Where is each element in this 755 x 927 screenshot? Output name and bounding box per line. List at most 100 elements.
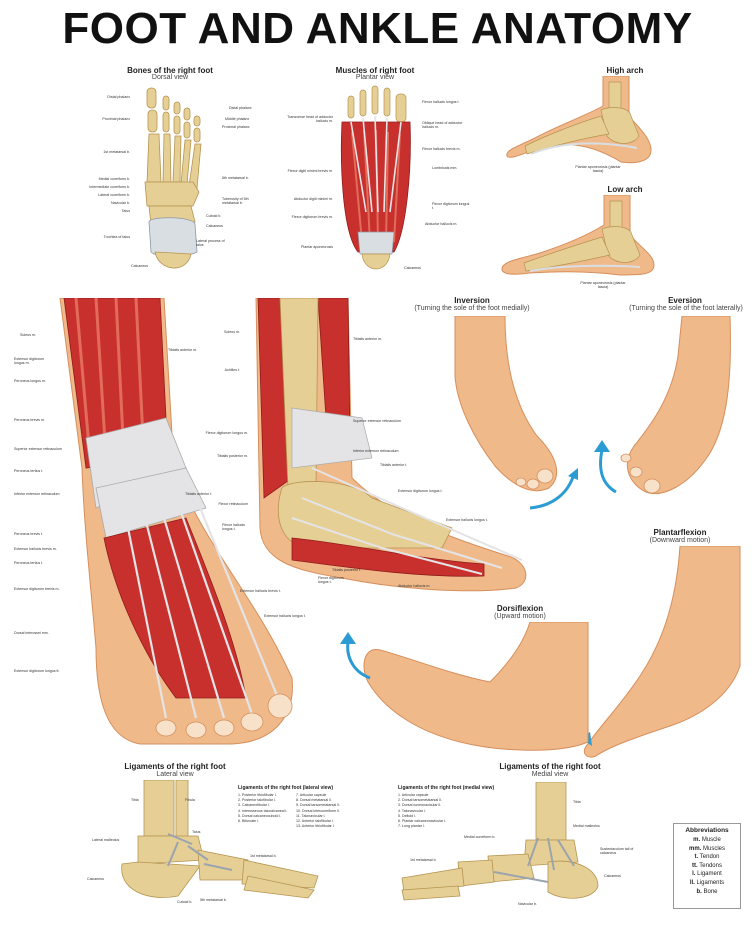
- eversion-subtitle: (Turning the sole of the foot laterally): [629, 305, 743, 312]
- front-label-peroneus-brevis-t: Peroneus brevis t.: [14, 532, 43, 536]
- lig-lateral-label-1st-metatarsal: 1st metatarsal b.: [250, 854, 277, 858]
- lig-lateral-title: Ligaments of the right foot: [124, 762, 226, 771]
- bones-illustration: [144, 87, 202, 269]
- lig-lateral-label-fibula: Fibula: [185, 798, 195, 802]
- lig-lateral-label-5th-metatarsal: 5th metatarsal b.: [200, 898, 227, 902]
- bones-label-cuboid: Cuboid b.: [206, 214, 222, 218]
- lig-medial-list: 1. Articular capsule 2. Dorsal tarsometa…: [398, 793, 446, 829]
- lig-lateral-label-cuboid: Cuboid b.: [177, 900, 193, 904]
- bones-panel-subtitle: Dorsal view: [151, 74, 189, 81]
- eversion-title: Eversion: [668, 296, 702, 305]
- page-title: FOOT AND ANKLE ANATOMY: [62, 4, 693, 53]
- bones-label-intermediate-cuneiform: Intermediate cuneiform b.: [89, 185, 130, 189]
- lig-medial-label-tibia: Tibia: [573, 800, 581, 804]
- lig-lateral-illustration: [121, 780, 319, 899]
- medial-label-tibialis-anterior-m: Tibialis anterior m.: [353, 337, 383, 341]
- plantarflexion-subtitle: (Downward motion): [649, 537, 711, 544]
- bones-label-distal-phalanx: Distal phalanx: [107, 95, 130, 99]
- bones-label-1st-metatarsal: 1st metatarsal b.: [103, 150, 130, 154]
- high-arch-illustration: [506, 76, 652, 164]
- lig-medial-item-7: 7. Long plantar l.: [398, 824, 425, 829]
- plantarflexion-foot-illustration: [583, 546, 741, 758]
- lig-lateral-item-12: 12. Anterior talofibular l.: [296, 819, 334, 824]
- front-label-peroneus-tertius-t: Peroneus tertius t.: [14, 561, 44, 565]
- muscles-label-transverse-head: Transverse head of adductor hallucis m.: [287, 115, 333, 123]
- muscles-label-flexor-hallucis-longus: Flexor hallucis longus t.: [422, 100, 460, 104]
- lig-medial-label-1st-metatarsal: 1st metatarsal b.: [410, 858, 437, 862]
- front-label-superior-retinaculum: Superior extensor retinaculum: [14, 447, 62, 451]
- low-arch-illustration: [501, 195, 655, 276]
- lig-medial-item-3: 3. Dorsal cuneonavicular ll.: [398, 803, 442, 808]
- abbreviations-box: Abbreviations m. Muscle mm. Muscles t. T…: [673, 823, 741, 909]
- lig-medial-label-sustentaculum: Sustentaculum tali of calcaneus: [600, 847, 634, 855]
- abbreviation-code: l.: [692, 871, 696, 878]
- medial-label-flexor-digitorum-longus-t: Flexor digitorum longus t.: [318, 576, 344, 584]
- abbreviation-text: Bone: [703, 888, 718, 895]
- front-label-dorsal-interossei: Dorsal interossei mm.: [14, 631, 49, 635]
- medial-label-flexor-retinaculum: Flexor retinaculum: [218, 502, 248, 506]
- lig-medial-list-title: Ligaments of the right foot (medial view…: [398, 785, 495, 791]
- lig-lateral-item-5: 5. Dorsal calcaneocuboid l.: [238, 813, 282, 818]
- medial-label-extensor-digitorum-longus-t: Extensor digitorum longus t.: [398, 489, 443, 493]
- front-label-extensor-digitorum-longus: Extensor digitorum longus m.: [14, 357, 44, 365]
- lig-medial-label-medial-malleolus: Medial malleolus: [573, 824, 600, 828]
- bones-label-lateral-cuneiform: Lateral cuneiform b.: [98, 193, 130, 197]
- bones-label-distal-phalanx-r: Distal phalanx: [229, 106, 252, 110]
- abbreviation-row: m. Muscle: [678, 836, 736, 845]
- inversion-title: Inversion: [454, 296, 490, 305]
- inversion-foot-illustration: [454, 316, 558, 492]
- medial-label-achilles: Achilles t.: [224, 368, 240, 372]
- abbreviation-row: b. Bone: [678, 888, 736, 897]
- front-label-tibialis-anterior-m: Tibialis anterior m.: [168, 348, 198, 352]
- abbreviation-code: m.: [693, 837, 701, 843]
- bones-label-proximal-phalanx: Proximal phalanx: [102, 117, 130, 121]
- lig-lateral-subtitle: Lateral view: [156, 771, 194, 778]
- abbreviation-text: Muscle: [701, 837, 721, 843]
- medial-label-tibialis-posterior: Tibialis posterior m.: [216, 454, 248, 458]
- muscles-label-plantar-aponeurosis: Plantar aponeurosis: [301, 245, 333, 249]
- abbreviation-code: tt.: [692, 862, 698, 869]
- lig-medial-label-calcaneus: Calcaneus: [604, 874, 621, 878]
- lig-lateral-item-7: 7. Articular capsule: [296, 793, 327, 797]
- muscles-panel-title: Muscles of right foot: [335, 66, 415, 75]
- muscles-label-flexor-digiti-minimi: Flexor digiti minimi brevis m.: [287, 169, 333, 173]
- dorsiflexion-subtitle: (Upward motion): [494, 613, 546, 620]
- medial-label-tibialis-posterior-t: Tibialis posterior t.: [332, 568, 362, 572]
- bones-label-tuberosity: Tuberosity of 5th metatarsal b.: [222, 197, 249, 205]
- medial-label-extensor-hallucis-longus-t: Extensor hallucis longus t.: [446, 518, 488, 522]
- muscles-label-lumbricals: Lumbricals mm.: [432, 166, 458, 170]
- front-label-peroneus-tertius: Peroneus tertius t.: [14, 469, 44, 473]
- medial-foot-illustration: [255, 298, 527, 592]
- lig-medial-label-navicular: Navicular b.: [518, 902, 537, 906]
- lig-medial-label-medial-cuneiform: Medial cuneiform b.: [464, 835, 496, 839]
- bones-label-calcaneus-right: Calcaneus: [206, 224, 223, 228]
- lig-lateral-item-11: 11. Talonavicular l.: [296, 813, 326, 818]
- abbreviation-text: Tendons: [699, 862, 722, 869]
- lig-lateral-item-2: 2. Posterior talofibular l.: [238, 798, 276, 803]
- muscles-illustration: [340, 85, 411, 270]
- medial-label-soleus: Soleus m.: [224, 330, 240, 334]
- plantarflexion-title: Plantarflexion: [653, 528, 707, 537]
- low-arch-label: Plantar aponeurosis (plantar fascia): [580, 281, 626, 289]
- lig-medial-title: Ligaments of the right foot: [499, 762, 601, 771]
- eversion-arrow-icon: [594, 440, 617, 494]
- front-label-extensor-hallucis-longus-t: Extensor hallucis longus t.: [264, 614, 306, 618]
- bones-label-calcaneus-left: Calcaneus: [131, 264, 148, 268]
- front-label-peroneus-longus: Peroneus longus m.: [14, 379, 46, 383]
- lig-lateral-item-9: 9. Dorsal tarsometatarsal ll.: [296, 803, 340, 808]
- bones-label-talus: Talus: [121, 209, 130, 213]
- bones-panel-title: Bones of the right foot: [127, 66, 213, 75]
- dorsiflexion-foot-illustration: [363, 622, 589, 751]
- lig-lateral-item-10: 10. Dorsal intercuneiform ll.: [296, 808, 340, 813]
- lig-medial-illustration: [401, 782, 599, 901]
- bones-label-navicular: Navicular b.: [111, 201, 130, 205]
- inversion-arrow-icon: [529, 468, 578, 510]
- abbreviation-text: Muscles: [703, 845, 726, 852]
- lig-lateral-item-6: 6. Bifurcate l.: [238, 819, 259, 824]
- dorsal-foot-illustration: [59, 298, 293, 745]
- abbreviation-row: tt. Tendons: [678, 862, 736, 871]
- muscles-panel-subtitle: Plantar view: [355, 74, 395, 81]
- front-label-extensor-digitorum-brevis: Extensor digitorum brevis m.: [14, 587, 60, 591]
- lig-lateral-label-talus: Talus: [192, 830, 201, 834]
- abbreviation-code: b.: [696, 888, 702, 895]
